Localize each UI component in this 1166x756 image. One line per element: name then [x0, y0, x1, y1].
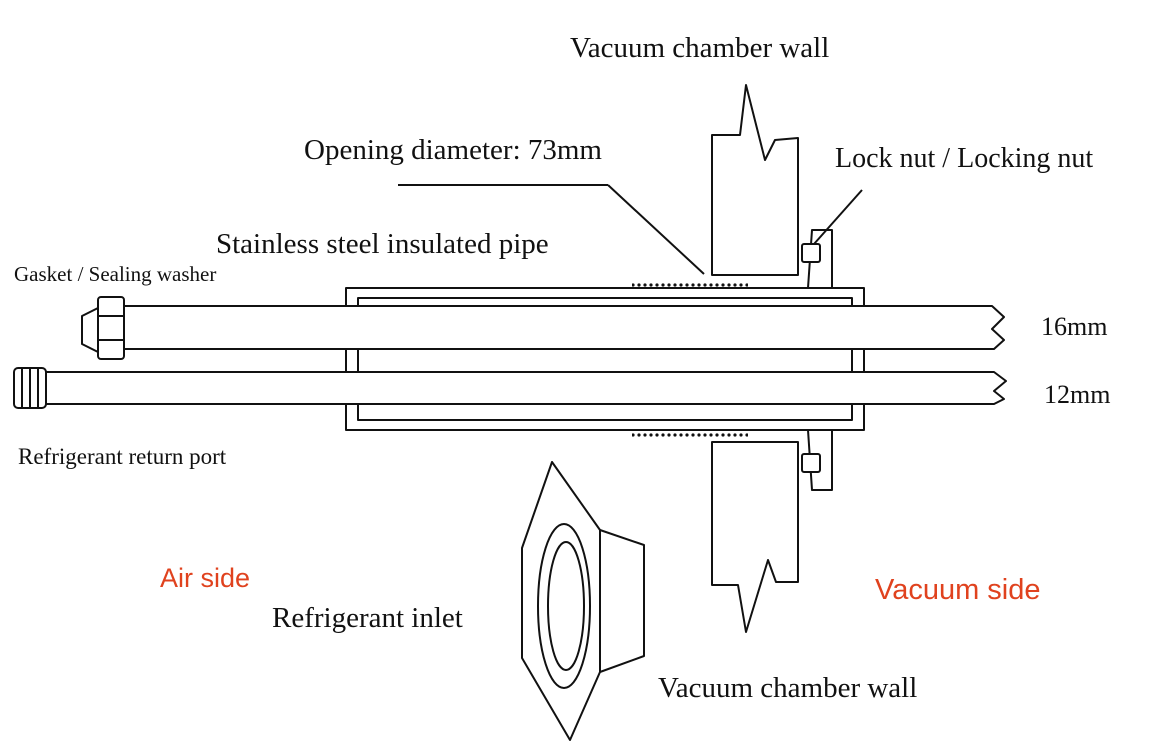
chamber-wall-upper	[711, 84, 799, 276]
gasket-nut	[97, 296, 125, 360]
label-opening-diameter: Opening diameter: 73mm	[304, 134, 602, 166]
label-wall-bottom: Vacuum chamber wall	[658, 672, 918, 704]
hex-nut-bore-inner	[547, 541, 585, 671]
seal-strip-upper	[632, 281, 748, 288]
label-insulated-pipe: Stainless steel insulated pipe	[216, 228, 549, 260]
gasket-fitting	[81, 307, 99, 353]
nut-bolt-lower	[801, 453, 821, 473]
seal-strip-lower	[632, 430, 748, 437]
label-air-side: Air side	[160, 563, 251, 593]
insulated-pipe-inner	[357, 297, 853, 421]
label-refrigerant-inlet: Refrigerant inlet	[272, 602, 463, 634]
label-lock-nut: Lock nut / Locking nut	[835, 143, 1094, 174]
label-16mm: 16mm	[1041, 312, 1108, 341]
nut-bolt-upper	[801, 243, 821, 263]
label-vacuum-side: Vacuum side	[875, 574, 1041, 606]
tube-12mm	[45, 371, 1007, 405]
lock-nut-leader	[813, 189, 863, 245]
label-gasket: Gasket / Sealing washer	[14, 262, 217, 286]
chamber-wall-lower	[711, 441, 799, 633]
label-return-port: Refrigerant return port	[18, 444, 227, 469]
label-wall-top: Vacuum chamber wall	[570, 32, 830, 64]
tube-16mm	[121, 305, 1005, 350]
label-12mm: 12mm	[1044, 380, 1111, 409]
opening-leader-diag	[607, 184, 705, 275]
